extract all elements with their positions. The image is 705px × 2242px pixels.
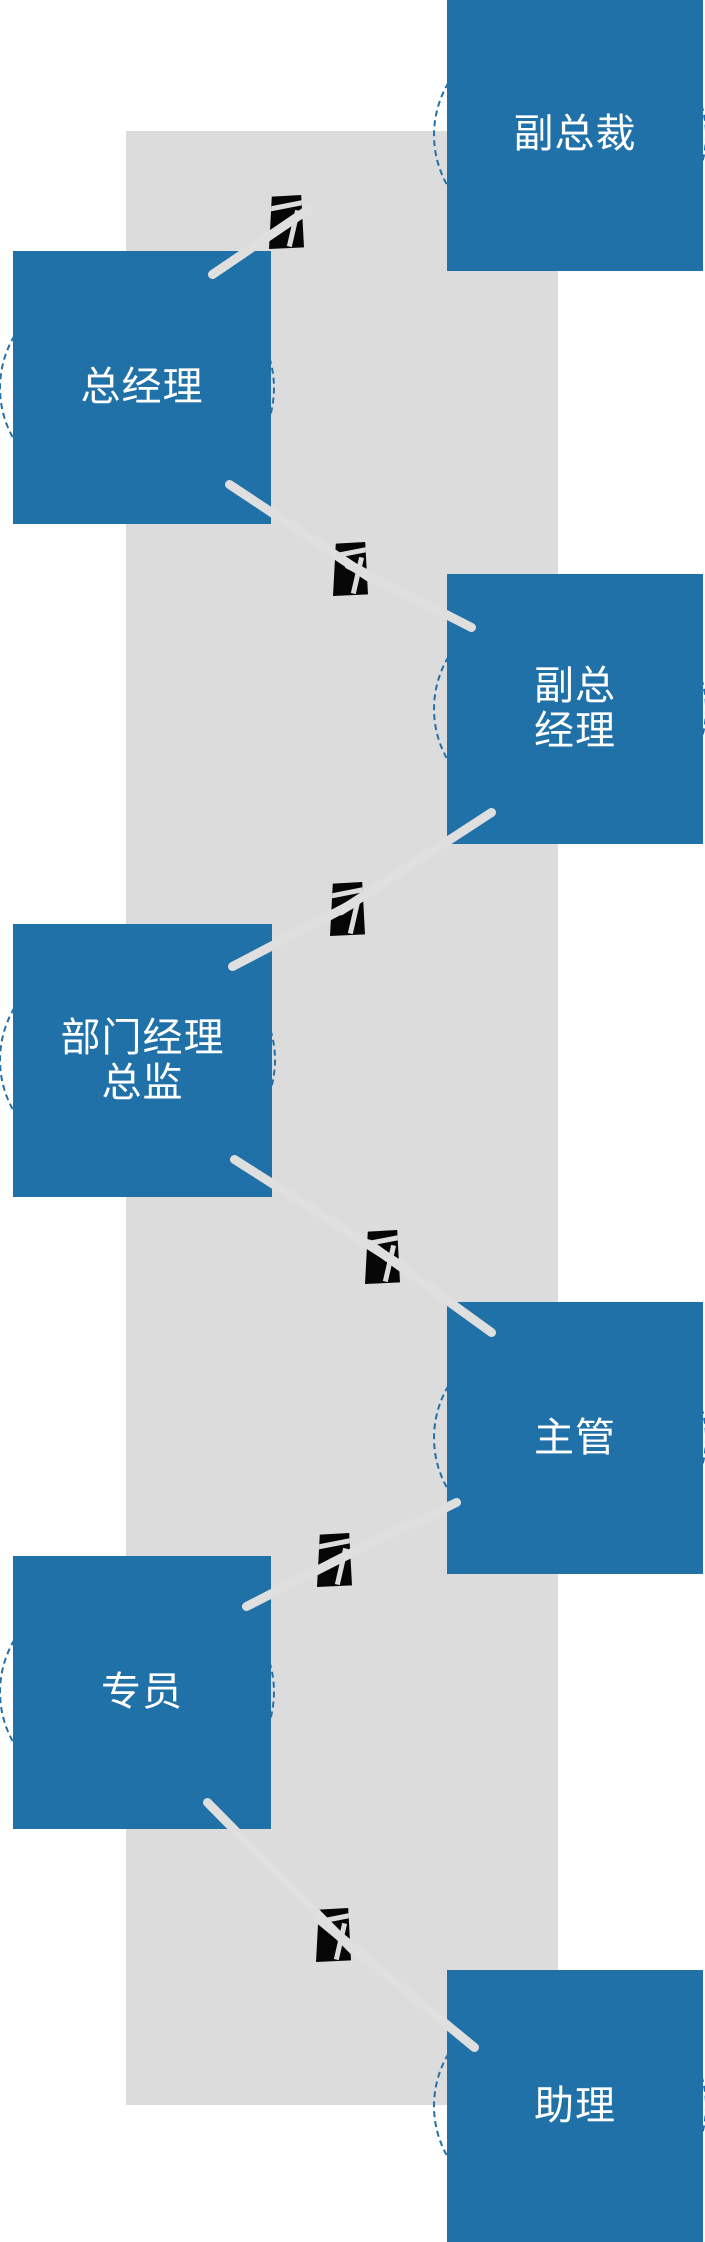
box-assistant: 助理 xyxy=(447,1970,703,2242)
box-label: 副总 经理 xyxy=(534,664,616,753)
box-supervisor: 主管 xyxy=(447,1302,703,1574)
box-deputy-general-manager: 副总 经理 xyxy=(447,574,703,844)
box-specialist: 专员 xyxy=(13,1556,271,1829)
box-label: 主管 xyxy=(534,1415,616,1460)
box-label: 部门经理 总监 xyxy=(60,1015,225,1105)
box-label: 副总裁 xyxy=(513,112,637,157)
box-label: 总经理 xyxy=(80,365,204,410)
box-label: 助理 xyxy=(534,2083,616,2128)
box-general-manager: 总经理 xyxy=(13,251,271,524)
box-vice-president: 副总裁 xyxy=(447,0,703,271)
box-label: 专员 xyxy=(101,1670,183,1715)
